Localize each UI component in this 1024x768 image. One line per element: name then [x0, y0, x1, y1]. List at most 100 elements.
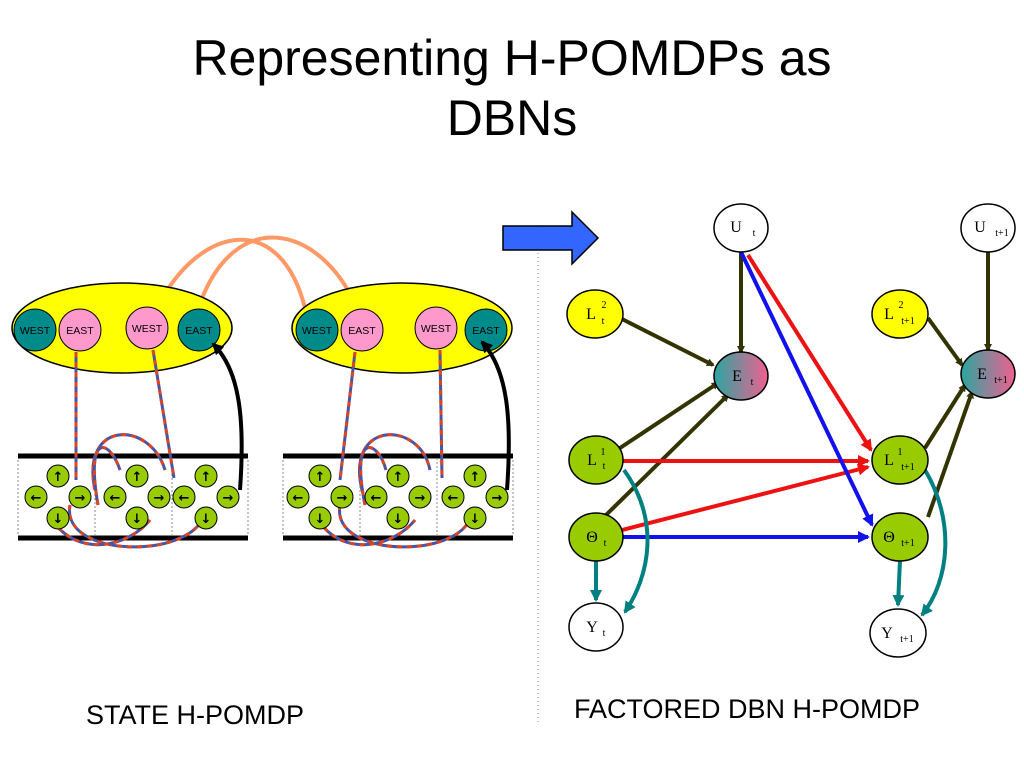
east-label: EAST — [472, 325, 500, 337]
edge-l2t1-et1 — [926, 316, 964, 367]
svg-text:1: 1 — [601, 447, 606, 458]
node-l2-t1: L 2 t+1 — [871, 289, 929, 339]
state-hpomdp-caption: STATE H-POMDP — [86, 700, 305, 730]
svg-text:L: L — [884, 452, 894, 469]
svg-text:t: t — [602, 316, 605, 327]
state-hpomdp-diagram: WEST EAST WEST EAST WEST EAST WEST EAST — [11, 235, 514, 549]
svg-text:L: L — [587, 452, 597, 469]
state-node-left — [24, 485, 48, 509]
svg-text:Y: Y — [881, 625, 893, 642]
up-arrow-icon: ↑ — [393, 470, 404, 485]
node-l1-t1: L 1 t+1 — [871, 435, 929, 485]
up-arrow-icon: ↑ — [132, 470, 143, 485]
svg-text:Θ: Θ — [883, 529, 895, 546]
svg-text:U: U — [974, 219, 986, 236]
abstract-state-group-1: WEST EAST WEST EAST — [11, 282, 233, 374]
svg-text:E: E — [977, 366, 987, 383]
node-u-t: U t — [713, 203, 769, 253]
svg-text:t+1: t+1 — [901, 316, 914, 327]
up-arrow-icon: ↑ — [470, 470, 481, 485]
title-line-2: DBNs — [446, 90, 578, 146]
state-node-up — [386, 464, 410, 488]
east-node — [340, 308, 384, 352]
up-arrow-icon: ↑ — [53, 470, 64, 485]
west-label: WEST — [132, 323, 163, 335]
left-arrow-icon: ← — [179, 491, 190, 506]
right-arrow-icon: → — [154, 491, 165, 506]
state-node-down — [386, 506, 410, 530]
state-node-right — [68, 485, 92, 509]
edge-l2t-et — [619, 316, 715, 367]
transition-arrow-shape — [502, 210, 600, 266]
west-label: WEST — [20, 325, 51, 337]
svg-text:t+1: t+1 — [900, 634, 913, 645]
east-node — [58, 308, 102, 352]
west-node — [13, 308, 57, 352]
west-node — [295, 308, 339, 352]
state-node-right — [408, 485, 432, 509]
state-node-left — [286, 485, 310, 509]
state-node-up — [125, 464, 149, 488]
state-node-left — [441, 485, 465, 509]
state-node-right — [485, 485, 509, 509]
node-y-t: Y t — [568, 602, 624, 652]
state-node-right — [147, 485, 171, 509]
svg-text:t: t — [604, 538, 607, 549]
edge-l1t-yt — [622, 468, 650, 614]
svg-text:2: 2 — [899, 300, 904, 311]
state-node-up — [463, 464, 487, 488]
node-theta-t1: Θ t+1 — [871, 512, 929, 562]
title-line-1: Representing H-POMDPs as — [192, 30, 832, 86]
west-node — [414, 306, 458, 350]
svg-text:1: 1 — [898, 447, 903, 458]
right-arrow-icon: → — [492, 491, 503, 506]
edge-l1t1-yt1 — [920, 468, 948, 617]
left-arrow-icon: ← — [31, 491, 42, 506]
svg-text:t+1: t+1 — [901, 462, 914, 473]
svg-text:Y: Y — [586, 619, 598, 636]
up-arrow-icon: ↑ — [201, 470, 212, 485]
east-label: EAST — [185, 325, 213, 337]
edge-thetat-l1t1 — [621, 463, 870, 532]
left-arrow-icon: ← — [293, 491, 304, 506]
node-u-t1: U t+1 — [960, 203, 1016, 253]
west-node — [125, 306, 169, 350]
state-node-down — [194, 506, 218, 530]
edge-l1t1-et1 — [923, 383, 967, 450]
node-l2-t: L 2 t — [566, 289, 624, 339]
entry-arrows — [74, 349, 444, 481]
west-label: WEST — [302, 325, 333, 337]
east-node — [177, 308, 221, 352]
edge-ut-l1t1 — [746, 253, 873, 452]
svg-text:t+1: t+1 — [995, 228, 1008, 239]
right-arrow-icon: → — [223, 491, 234, 506]
edge-l1t-et — [618, 381, 720, 450]
state-node-left — [103, 485, 127, 509]
left-arrow-icon: ← — [448, 491, 459, 506]
state-node-right — [330, 485, 354, 509]
up-arrow-icon: ↑ — [315, 470, 326, 485]
abstract-state-group-2: WEST EAST WEST EAST — [291, 282, 513, 374]
state-node-left — [364, 485, 388, 509]
concrete-state-nodes: ↑←→↓↑←→↓↑←→↓↑←→↓↑←→↓↑←→↓ — [24, 464, 509, 530]
edge-thetat-et — [602, 393, 730, 519]
orange-transition-2 — [197, 235, 358, 308]
edge-thetat1-yt1 — [892, 559, 905, 607]
node-e-t: E t — [713, 351, 769, 401]
svg-text:t: t — [753, 228, 756, 239]
right-arrow-icon: → — [337, 491, 348, 506]
left-arrow-icon: ← — [371, 491, 382, 506]
state-node-down — [463, 506, 487, 530]
down-arrow-icon: ↓ — [393, 512, 404, 527]
slide-title: Representing H-POMDPs as DBNs — [0, 28, 1024, 148]
factored-dbn-caption: FACTORED DBN H-POMDP — [574, 694, 921, 724]
edge-ut-thetat1 — [739, 251, 874, 527]
svg-text:U: U — [730, 219, 742, 236]
svg-text:t: t — [751, 377, 754, 388]
right-arrow-icon: → — [415, 491, 426, 506]
svg-text:E: E — [732, 368, 742, 385]
svg-text:t+1: t+1 — [994, 375, 1007, 386]
node-e-t1: E t+1 — [960, 349, 1016, 399]
state-node-right — [216, 485, 240, 509]
